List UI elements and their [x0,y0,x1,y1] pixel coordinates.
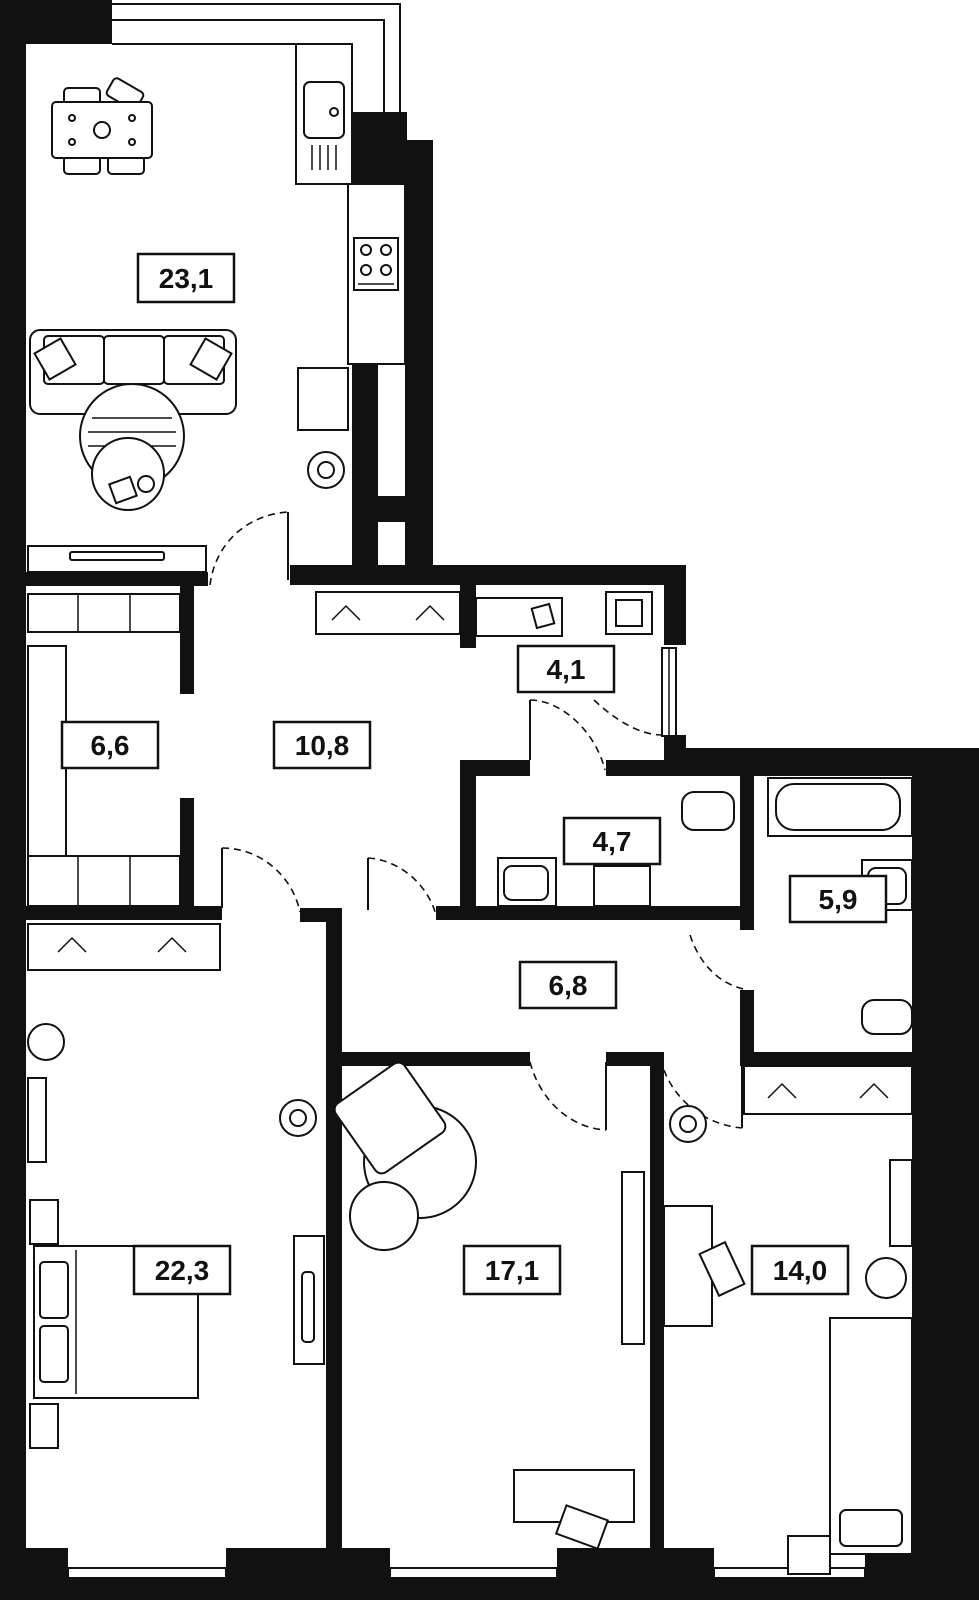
stove-icon [353,237,399,291]
walk-in-wardrobe [27,593,181,907]
reading-chair-icon [333,1061,477,1251]
area-hall: 10,8 [295,730,350,761]
area-wc: 4,7 [593,826,632,857]
desk-icon [513,1205,746,1550]
hall-wardrobe [315,591,461,635]
bedroom3-wardrobe [743,1065,913,1115]
room-label-wc: 4,7 [562,816,662,866]
room-label-wardrobe: 6,6 [60,720,160,770]
room-label-bedroom-master: 22,3 [132,1244,232,1296]
room-label-corridor: 6,8 [518,960,618,1010]
master-wardrobe [27,923,221,971]
armchair-icon [27,1023,65,1061]
single-bed-icon [787,1257,913,1575]
area-bathroom: 5,9 [819,884,858,915]
mirror-icon [293,1235,325,1365]
fridge-icon [297,367,349,431]
door-swings [209,511,749,1131]
room-label-bathroom: 5,9 [788,874,888,924]
room-label-bedroom-3: 14,0 [750,1244,850,1296]
radiator-icon [27,1077,913,1345]
area-living-kitchen: 23,1 [159,263,214,294]
area-wardrobe: 6,6 [91,730,130,761]
tv-icon [27,545,207,573]
room-label-living-kitchen: 23,1 [136,252,236,304]
room-label-bedroom-2: 17,1 [462,1244,562,1296]
area-corridor: 6,8 [549,970,588,1001]
area-bedroom-master: 22,3 [155,1255,210,1286]
double-bed-icon [29,1199,199,1449]
room-label-laundry: 4,1 [516,644,616,694]
wc-fixtures [497,791,735,907]
sofa-icon [29,329,237,511]
area-laundry: 4,1 [547,654,586,685]
area-bedroom-3: 14,0 [773,1255,828,1286]
room-label-hall: 10,8 [272,720,372,770]
dining-table [51,77,153,175]
bathtub-icon [767,777,913,1035]
kitchen-counter [295,43,406,365]
area-bedroom-2: 17,1 [485,1255,540,1286]
laundry-counter [475,591,653,637]
